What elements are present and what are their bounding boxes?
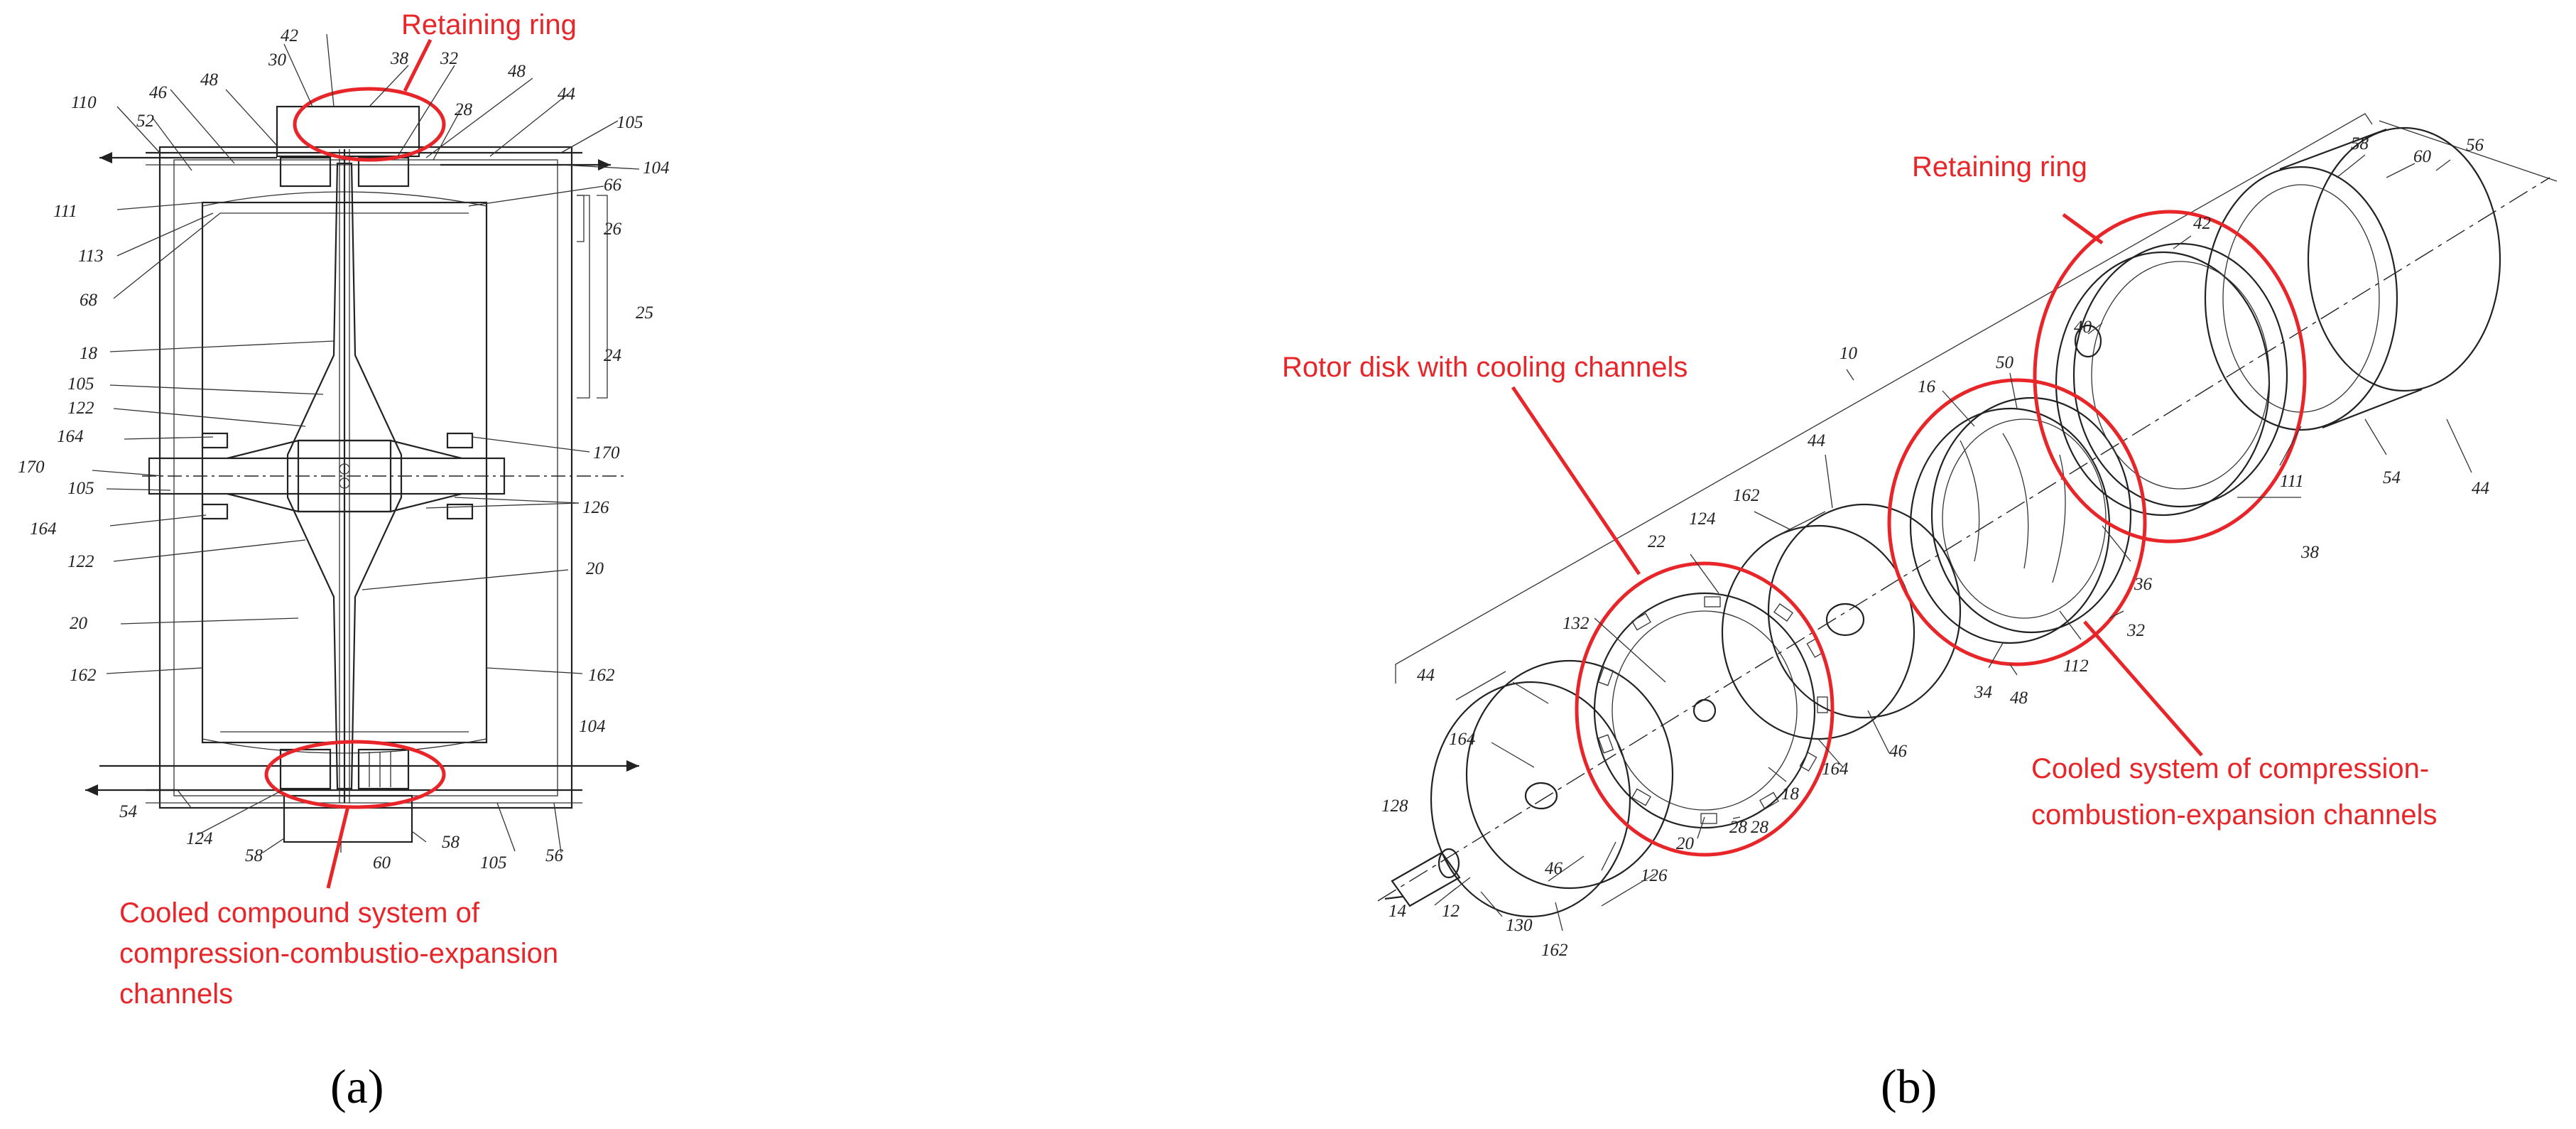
part-number: 110 <box>71 93 97 112</box>
fuel-nozzle <box>1384 848 1461 907</box>
part-number: 40 <box>2074 318 2092 337</box>
channels-label-b-line2: combustion-expansion channels <box>2031 799 2437 831</box>
part-number: 54 <box>2383 468 2401 487</box>
part-number: 170 <box>18 458 45 477</box>
part-number: 12 <box>1442 902 1460 921</box>
part-number: 48 <box>2010 688 2028 708</box>
channel-ring <box>1909 396 2132 644</box>
part-number: 126 <box>582 498 609 517</box>
channels-label-a-line1: Cooled compound system of <box>119 897 480 929</box>
part-number: 42 <box>281 26 298 45</box>
part-number: 130 <box>1506 916 1533 935</box>
part-number: 162 <box>1541 941 1568 960</box>
part-number: 58 <box>2351 134 2369 153</box>
part-number: 28 <box>455 100 473 119</box>
part-number: 44 <box>558 85 575 104</box>
part-number: 164 <box>57 427 84 446</box>
channels-label-b-line1: Cooled system of compression- <box>2031 753 2429 784</box>
part-number: 68 <box>80 291 98 310</box>
part-number: 124 <box>1689 509 1716 529</box>
part-number: 113 <box>78 247 104 266</box>
part-number: 44 <box>2472 479 2489 498</box>
part-number: 60 <box>2413 147 2432 166</box>
part-number: 122 <box>67 552 94 571</box>
part-number: 105 <box>480 853 507 873</box>
part-number: 124 <box>186 829 213 848</box>
part-number: 58 <box>442 833 460 852</box>
part-number: 105 <box>67 479 94 498</box>
part-number: 60 <box>373 853 391 873</box>
part-number: 46 <box>1889 742 1908 761</box>
part-number: 20 <box>586 559 604 578</box>
part-number: 16 <box>1918 377 1936 396</box>
rotor-disk <box>1593 592 1828 829</box>
part-number: 26 <box>604 220 622 239</box>
part-number: 126 <box>1641 866 1668 885</box>
part-number: 122 <box>67 399 94 418</box>
part-number: 48 <box>508 62 526 81</box>
part-number: 32 <box>440 49 458 68</box>
part-number: 170 <box>593 443 620 463</box>
part-number: 22 <box>1648 532 1665 551</box>
part-number: 48 <box>200 70 219 90</box>
part-number: 164 <box>1449 730 1476 749</box>
part-number: 105 <box>67 374 94 394</box>
part-number: 132 <box>1563 614 1589 633</box>
part-number: 162 <box>1733 486 1760 505</box>
part-number: 56 <box>545 846 564 865</box>
part-number: 36 <box>2134 575 2153 594</box>
part-number: 52 <box>136 112 154 131</box>
part-number: 164 <box>30 519 57 539</box>
rotor-disk-label: Rotor disk with cooling channels <box>1282 352 1688 383</box>
outer-housing <box>2204 126 2501 431</box>
panel-a-drawing: 42 30 38 32 48 46 48 44 110 52 28 105 10… <box>18 26 670 889</box>
part-number: 24 <box>604 346 621 365</box>
panel-b-drawing: 58 60 56 42 40 10 16 50 44 162 124 22 11… <box>1377 113 2558 960</box>
part-number: 105 <box>616 113 643 132</box>
part-number: 128 <box>1381 796 1408 816</box>
part-number: 28 <box>1729 818 1748 837</box>
part-number: 46 <box>149 83 168 102</box>
part-number: 44 <box>1417 666 1435 685</box>
part-number: 104 <box>579 717 606 736</box>
part-number: 30 <box>268 50 287 70</box>
channels-label-a-line2: compression-combustio-expansion <box>119 938 558 969</box>
part-number: 14 <box>1388 902 1406 921</box>
channels-label-a-line3: channels <box>119 978 233 1010</box>
part-number: 34 <box>1974 683 1992 702</box>
part-number: 111 <box>53 202 77 221</box>
part-number: 46 <box>1545 859 1563 878</box>
part-number: 56 <box>2466 136 2484 155</box>
part-number: 111 <box>2280 472 2304 491</box>
caption-a: (a) <box>330 1059 384 1113</box>
part-number: 58 <box>245 846 263 865</box>
part-number: 162 <box>70 666 97 685</box>
retaining-ring <box>2055 242 2288 517</box>
part-number: 164 <box>1822 760 1849 779</box>
caption-b: (b) <box>1881 1059 1937 1113</box>
part-number: 54 <box>119 802 137 821</box>
part-number: 42 <box>2193 214 2211 233</box>
retaining-ring-label-b: Retaining ring <box>1912 151 2087 183</box>
part-number: 32 <box>2126 621 2145 640</box>
part-number: 38 <box>2300 543 2320 562</box>
part-number: 18 <box>80 344 98 363</box>
part-number: 66 <box>604 175 622 195</box>
part-number: 25 <box>636 303 653 323</box>
part-number: 112 <box>2063 657 2089 676</box>
part-number: 28 <box>1751 818 1769 837</box>
part-number: 162 <box>588 666 615 685</box>
part-number: 104 <box>643 158 670 178</box>
end-cap-left <box>1430 659 1674 918</box>
part-number: 20 <box>70 614 88 633</box>
part-number: 38 <box>390 49 409 68</box>
part-number: 10 <box>1839 344 1858 363</box>
part-number: 44 <box>1808 431 1825 450</box>
part-number: 50 <box>1996 353 2014 372</box>
retaining-ring-label-a: Retaining ring <box>401 9 577 40</box>
part-number: 18 <box>1781 784 1800 804</box>
part-number: 20 <box>1676 834 1695 853</box>
